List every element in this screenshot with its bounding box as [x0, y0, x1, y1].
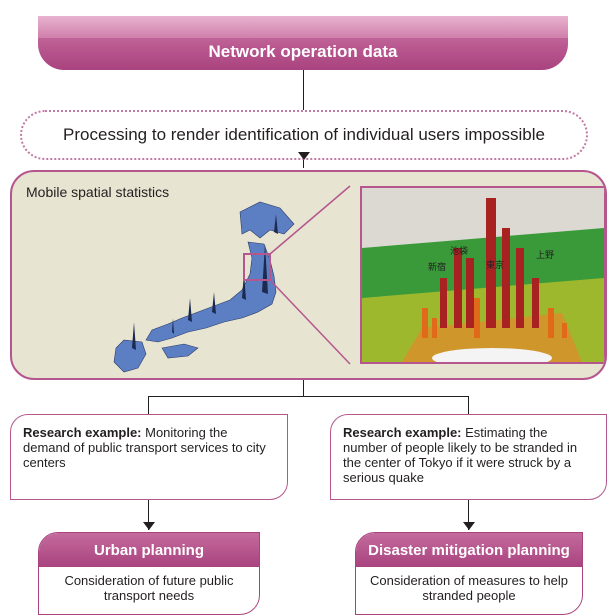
mobile-spatial-statistics-panel: Mobile spatial statistics	[10, 170, 607, 380]
banner-title: Network operation data	[208, 42, 398, 61]
research-example-right: Research example: Estimating the number …	[330, 414, 607, 500]
outcome-title: Urban planning	[39, 533, 259, 567]
research-label: Research example:	[343, 425, 462, 440]
connector-line	[468, 396, 469, 414]
research-text: Monitoring the demand of public transpor…	[23, 425, 266, 470]
network-data-banner: Network operation data	[38, 16, 568, 70]
arrow-down-icon	[298, 152, 310, 160]
inset-label: 上野	[536, 250, 555, 260]
connector-line	[148, 396, 149, 414]
inset-label: 池袋	[450, 246, 469, 256]
tokyo-density-inset: 池袋 新宿 東京 上野	[360, 186, 605, 364]
inset-label: 東京	[486, 260, 505, 270]
connector-line	[303, 380, 304, 396]
outcome-text: Consideration of measures to help strand…	[369, 573, 568, 603]
outcome-disaster-mitigation: Disaster mitigation planning Considerati…	[355, 532, 583, 615]
arrow-down-icon	[463, 522, 475, 530]
inset-label: 新宿	[428, 262, 447, 272]
outcome-urban-planning: Urban planning Consideration of future p…	[38, 532, 260, 615]
outcome-title: Disaster mitigation planning	[356, 533, 582, 567]
connector-line	[303, 70, 304, 110]
research-text: Estimating the number of people likely t…	[343, 425, 578, 485]
japan-map-illustration	[113, 185, 351, 373]
connector-line	[303, 160, 304, 168]
connector-line	[148, 500, 149, 530]
outcome-text: Consideration of future public transport…	[64, 573, 234, 603]
research-label: Research example:	[23, 425, 142, 440]
research-example-left: Research example: Monitoring the demand …	[10, 414, 288, 500]
arrow-down-icon	[143, 522, 155, 530]
banner-highlight	[38, 16, 568, 38]
panel-title: Mobile spatial statistics	[26, 184, 170, 200]
connector-line	[468, 500, 469, 530]
branch-line	[148, 396, 468, 397]
